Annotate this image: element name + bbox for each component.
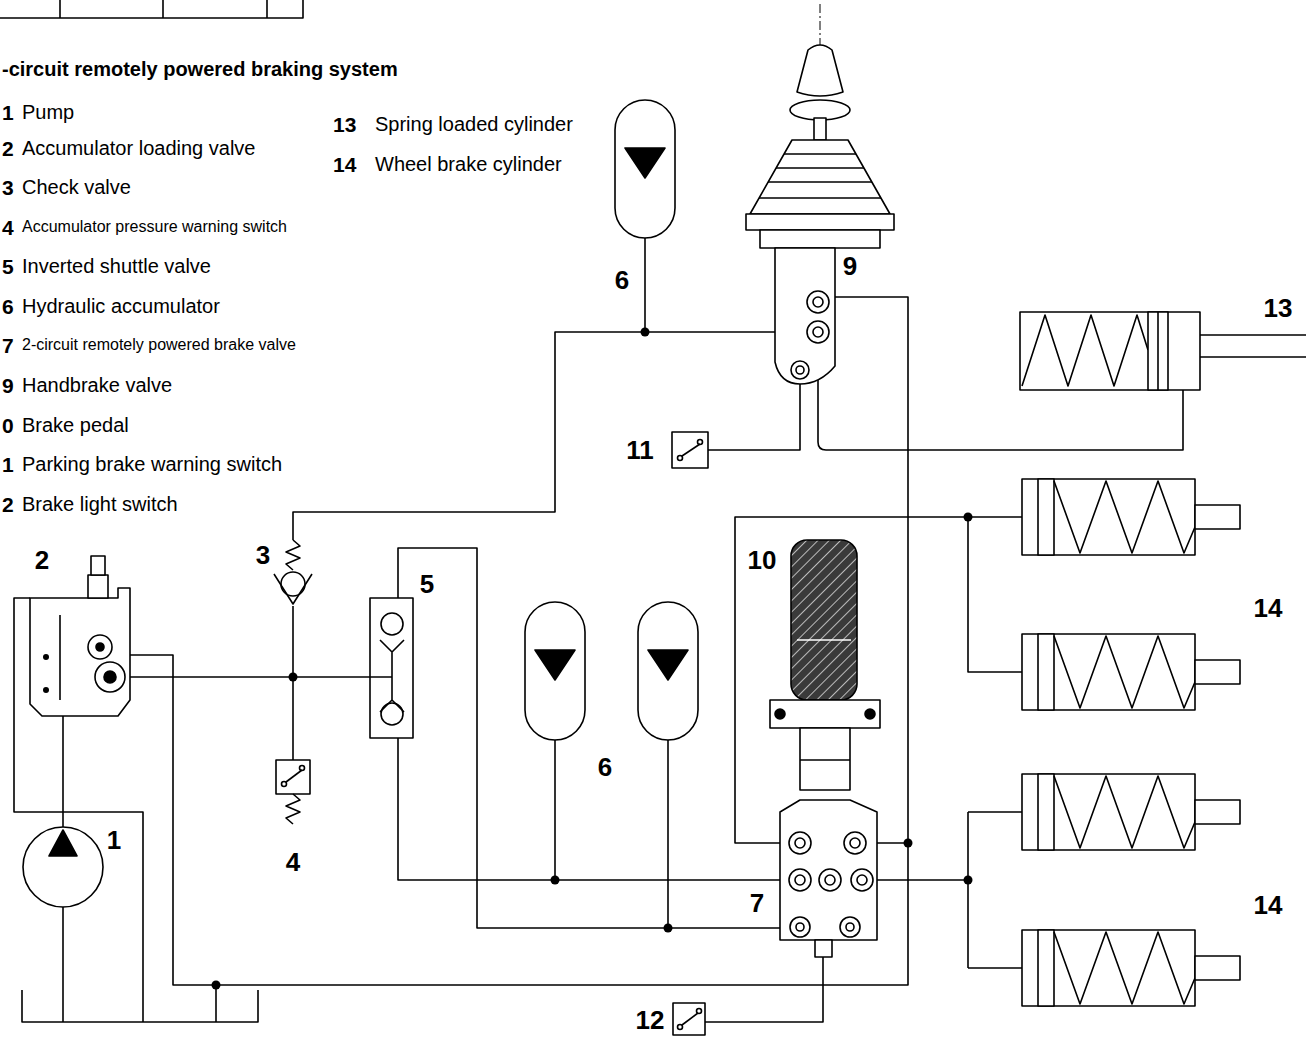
hydraulic-lines (14, 238, 1183, 1022)
wheel-cylinder (1022, 930, 1240, 1006)
tank (22, 990, 258, 1022)
legend-number: 2 (2, 494, 14, 515)
callout-number: 9 (843, 253, 857, 279)
parking-switch (672, 432, 708, 468)
diagram-title: -circuit remotely powered braking system (2, 59, 398, 79)
legend-number: 5 (2, 256, 14, 277)
callout-number: 13 (1264, 295, 1293, 321)
part-name: Brake light switch (22, 494, 178, 514)
accumulator (525, 602, 585, 740)
shuttle-valve (370, 598, 413, 738)
accumulator (638, 602, 698, 740)
legend-number: 1 (2, 454, 14, 475)
callout-number: 6 (598, 754, 612, 780)
callout-number: 4 (286, 849, 300, 875)
part-name: Wheel brake cylinder (375, 154, 562, 174)
spring-cylinder (1020, 312, 1306, 390)
pressure-switch (276, 760, 310, 824)
part-name: Check valve (22, 177, 131, 197)
handbrake-valve (746, 4, 894, 384)
callout-number: 11 (626, 437, 654, 463)
legend-number: 3 (2, 177, 14, 198)
legend-number: 13 (333, 114, 356, 135)
legend-number: 9 (2, 375, 14, 396)
callout-number: 10 (748, 547, 777, 573)
callout-number: 2 (35, 547, 49, 573)
legend-number: 7 (2, 335, 14, 356)
legend-number: 0 (2, 415, 14, 436)
wheel-cylinder (1022, 774, 1240, 850)
part-name: Brake pedal (22, 415, 129, 435)
junction-dots (212, 328, 973, 990)
legend-number: 4 (2, 217, 14, 238)
part-name: Handbrake valve (22, 375, 172, 395)
loading-valve (30, 556, 130, 716)
legend-number: 6 (2, 296, 14, 317)
callout-number: 12 (636, 1007, 665, 1033)
callout-number: 6 (615, 267, 629, 293)
part-name: Spring loaded cylinder (375, 114, 573, 134)
wheel-cylinder (1022, 479, 1240, 555)
callout-number: 1 (107, 827, 121, 853)
callout-number: 5 (420, 571, 434, 597)
legend-number: 1 (2, 102, 14, 123)
wheel-cylinder (1022, 634, 1240, 710)
part-name: Parking brake warning switch (22, 454, 282, 474)
brake-light-switch (673, 1003, 705, 1035)
part-name: Hydraulic accumulator (22, 296, 220, 316)
callout-number: 14 (1254, 595, 1283, 621)
part-name: Accumulator loading valve (22, 138, 255, 158)
callout-number: 7 (750, 890, 764, 916)
brake-valve (770, 540, 880, 957)
legend-number: 2 (2, 138, 14, 159)
part-name: Pump (22, 102, 74, 122)
table-fragment (0, 0, 303, 18)
callout-number: 14 (1254, 892, 1283, 918)
check-valve (274, 540, 312, 604)
legend-number: 14 (333, 154, 356, 175)
accumulator (615, 100, 675, 238)
part-name: Inverted shuttle valve (22, 256, 211, 276)
callout-number: 3 (256, 542, 270, 568)
part-name: Accumulator pressure warning switch (22, 219, 287, 235)
part-name: 2-circuit remotely powered brake valve (22, 337, 296, 353)
pump-symbol (23, 827, 103, 907)
